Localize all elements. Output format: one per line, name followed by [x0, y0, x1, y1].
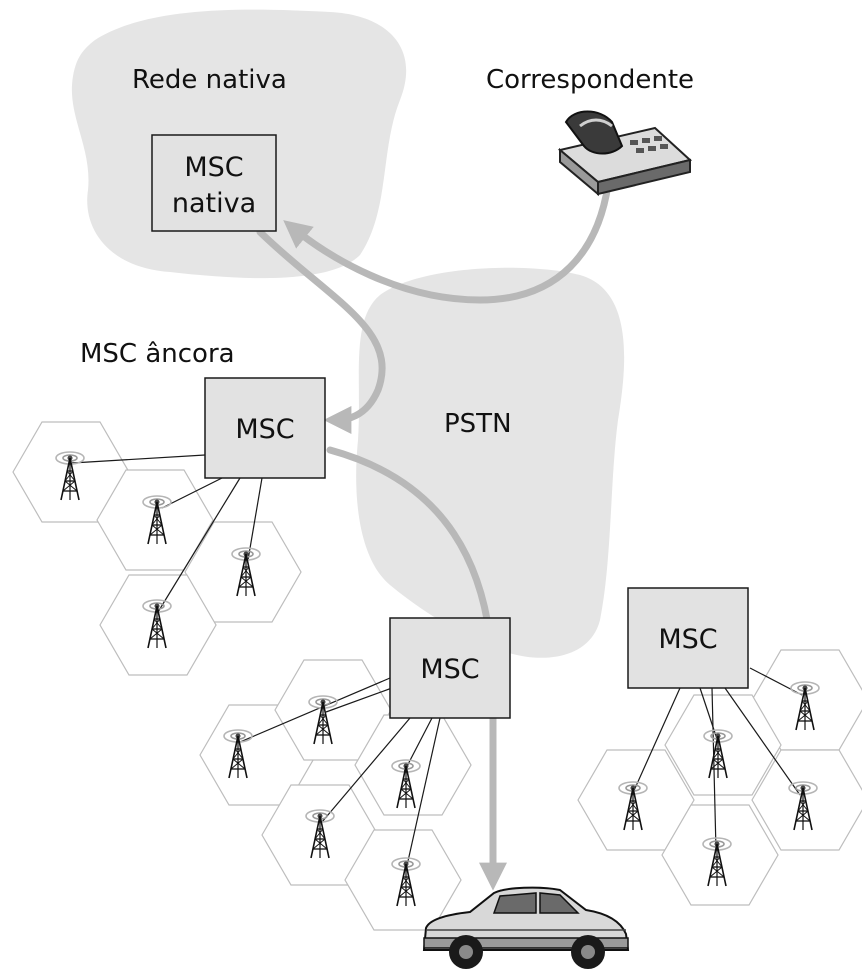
right-cells	[577, 649, 862, 906]
telephone-icon	[557, 110, 693, 197]
pstn-cloud	[356, 267, 625, 658]
visited-msc-box	[389, 617, 511, 719]
home-network-label: Rede nativa	[132, 65, 287, 95]
visited-links	[239, 677, 441, 871]
anchor-msc-label: MSC	[235, 414, 294, 445]
home-msc-label-line1: MSC	[184, 152, 243, 183]
correspondent-label: Correspondente	[486, 65, 694, 95]
visited-cells	[199, 659, 472, 931]
call-flow-arrow-to-anchor	[256, 228, 386, 434]
visited-msc-label: MSC	[420, 654, 479, 685]
anchor-links	[71, 454, 263, 613]
car-icon	[422, 886, 630, 969]
anchor-cells	[12, 421, 302, 676]
home-msc-label-line2: nativa	[172, 188, 256, 219]
right-msc-label: MSC	[658, 624, 717, 655]
call-flow-arrow-to-home	[283, 181, 612, 304]
anchor-msc-box	[204, 377, 326, 479]
anchor-msc-caption: MSC âncora	[80, 339, 235, 369]
home-msc-box	[151, 134, 277, 232]
pstn-label: PSTN	[444, 409, 512, 439]
right-msc-box	[627, 587, 749, 689]
